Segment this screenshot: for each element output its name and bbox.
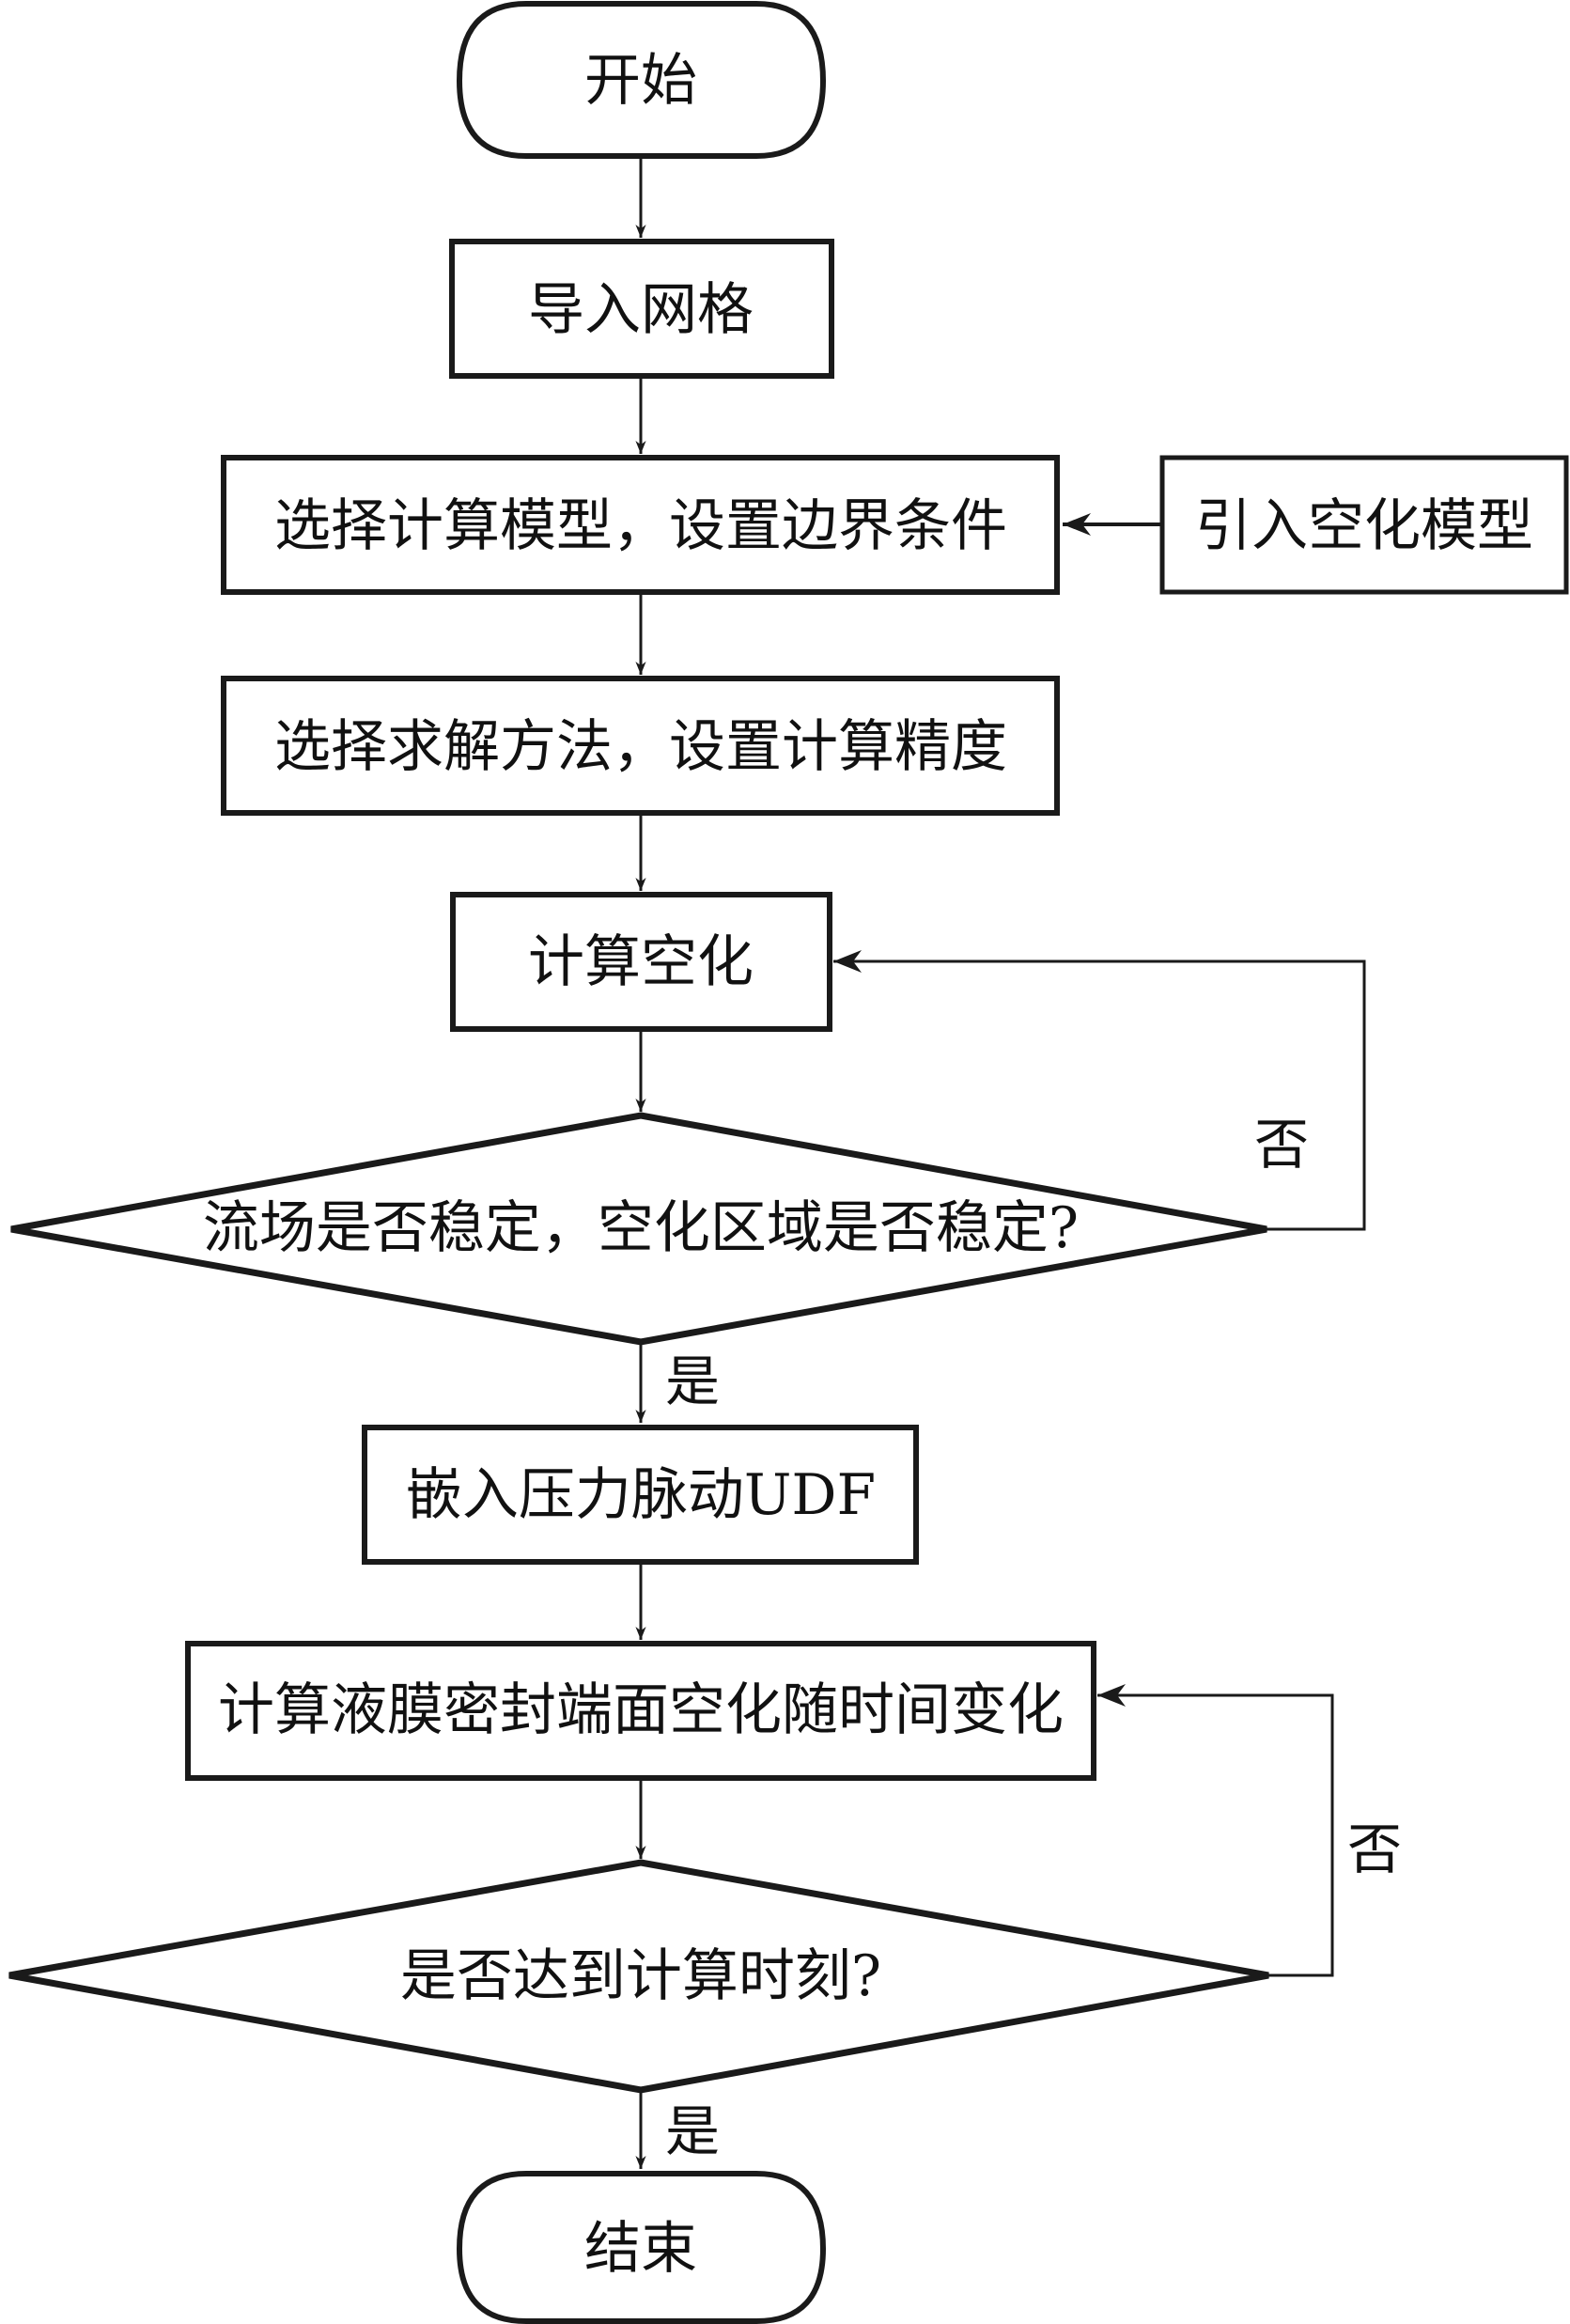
end-terminator — [456, 2171, 827, 2324]
embed-udf-box — [362, 1425, 919, 1565]
import-mesh-box — [449, 239, 834, 379]
compute-transient-label: 计算液膜密封端面空化随时间变化 — [218, 1677, 1064, 1743]
select-solver-box — [221, 676, 1060, 816]
embed-udf-label: 嵌入压力脉动UDF — [406, 1462, 876, 1528]
edge-label-no-2: 否 — [1347, 1817, 1402, 1881]
edge-label-yes-2: 是 — [665, 2099, 720, 2163]
start-label: 开始 — [584, 48, 697, 114]
start-terminator — [456, 1, 827, 159]
time-decision-diamond — [8, 1859, 1269, 2094]
edge-no-loop-2 — [1097, 1684, 1334, 1977]
compute-transient-box — [185, 1641, 1096, 1781]
stable-decision-diamond — [10, 1112, 1267, 1346]
edge-label-no-1: 否 — [1254, 1113, 1309, 1177]
import-mesh-label: 导入网格 — [528, 277, 754, 343]
cavitation-model-label: 引入空化模型 — [1195, 493, 1533, 559]
edge-label-yes-1: 是 — [665, 1349, 720, 1413]
compute-cavitation-box — [450, 892, 832, 1032]
end-label: 结束 — [584, 2216, 697, 2282]
select-solver-label: 选择求解方法，设置计算精度 — [274, 714, 1007, 780]
stable-decision-label: 流场是否稳定，空化区域是否稳定? — [203, 1195, 1079, 1261]
edge-no-loop-1 — [833, 950, 1366, 1231]
time-decision-label: 是否达到计算时刻? — [400, 1943, 881, 2009]
select-model-label: 选择计算模型，设置边界条件 — [274, 493, 1007, 559]
select-model-box — [221, 455, 1060, 595]
compute-cavitation-label: 计算空化 — [528, 929, 754, 995]
